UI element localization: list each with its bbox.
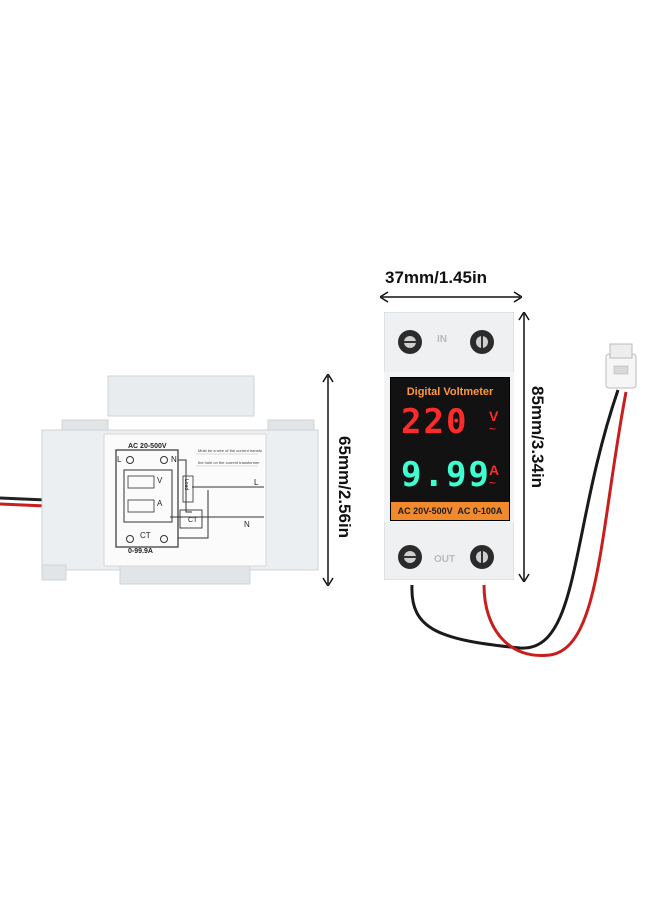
label-ct: CT bbox=[140, 531, 151, 540]
dimension-arrow-right-height bbox=[516, 310, 532, 584]
label-a-mark: A bbox=[157, 499, 163, 508]
label-n-left: N bbox=[171, 455, 177, 464]
current-reading: 9.99 bbox=[401, 455, 491, 495]
label-v-mark: V bbox=[157, 476, 163, 485]
dimension-label-width: 37mm/1.45in bbox=[385, 268, 488, 287]
side-view-illustration bbox=[0, 375, 319, 585]
voltage-unit: V bbox=[489, 408, 499, 424]
voltage-ac-symbol: ~ bbox=[489, 422, 497, 436]
label-range-current: 0-99.9A bbox=[128, 548, 153, 555]
label-note-line2: the hole on the current transformer bbox=[198, 460, 260, 465]
device-out-tag: OUT bbox=[434, 554, 456, 565]
label-l-left: L bbox=[117, 455, 122, 464]
display-title: Digital Voltmeter bbox=[406, 386, 494, 398]
spec-band: AC 20V-500V AC 0-100A bbox=[391, 502, 509, 520]
voltage-reading: 220 bbox=[401, 402, 469, 442]
current-unit: A bbox=[489, 462, 500, 478]
display-panel: Digital Voltmeter 220 V ~ 9.99 A ~ AC 20… bbox=[390, 377, 510, 521]
dimension-arrow-width bbox=[378, 290, 524, 304]
label-ct-box: CT bbox=[188, 517, 198, 524]
label-note-line1: Must be a wire of the current transforme… bbox=[198, 448, 262, 453]
label-load: Load bbox=[183, 479, 189, 491]
side-view-device: AC 20-500V L N V A CT 0-99.9A Load CT Mu… bbox=[0, 370, 320, 590]
wires-and-connector bbox=[400, 330, 660, 670]
label-l-right: L bbox=[254, 478, 259, 487]
dimension-label-right-height: 85mm/3.34in bbox=[528, 386, 547, 489]
device-in-tag: IN bbox=[437, 334, 447, 345]
dimension-label-left-height: 65mm/2.56in bbox=[335, 436, 354, 539]
label-range-voltage: AC 20-500V bbox=[128, 443, 167, 450]
label-n-right: N bbox=[244, 520, 250, 529]
dimension-arrow-left-height bbox=[320, 372, 336, 588]
current-ac-symbol: ~ bbox=[489, 476, 497, 490]
